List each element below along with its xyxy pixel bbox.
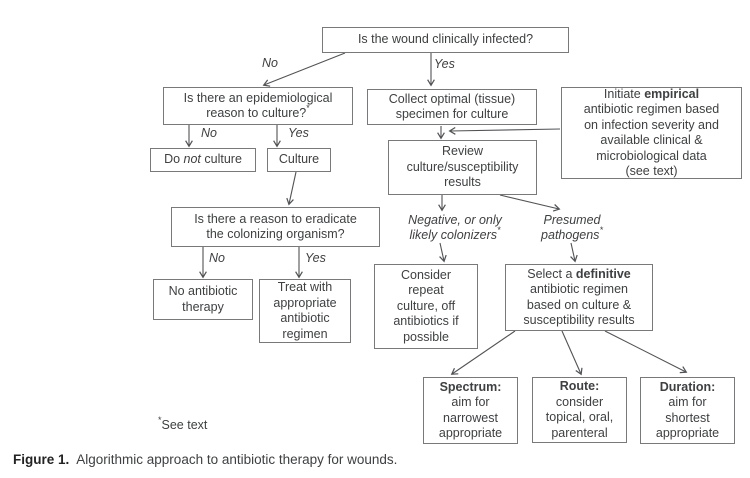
node-collect-text: Collect optimal (tissue) specimen for cu… (388, 91, 516, 122)
node-do-not-culture: Do not culture (150, 148, 256, 172)
node-eradicate-question: Is there a reason to eradicate the colon… (171, 207, 380, 247)
arrow-empirical-join (448, 127, 561, 135)
node-empirical-text: Initiate empirical antibiotic regimen ba… (583, 86, 720, 178)
label-negative-colonizers: Negative, or only likely colonizers* (408, 213, 502, 242)
label-no-epi: No (201, 126, 217, 140)
label-yes-eradicate: Yes (305, 251, 326, 265)
node-initiate-empirical: Initiate empirical antibiotic regimen ba… (561, 87, 742, 179)
label-no-eradicate: No (209, 251, 225, 265)
node-do-not-culture-text: Do not culture (164, 152, 242, 167)
node-eradicate-text: Is there a reason to eradicate the colon… (194, 211, 357, 242)
asterisk-pathogens: * (599, 224, 603, 235)
node-duration: Duration: aim for shortest appropriate (640, 377, 735, 444)
arrow-select-duration (604, 330, 688, 374)
figure-caption-text: Algorithmic approach to antibiotic thera… (76, 452, 398, 467)
asterisk-epidemiological: * (306, 102, 310, 113)
node-review-results: Review culture/susceptibility results (388, 140, 537, 195)
figure-caption-label: Figure 1. (13, 452, 70, 467)
label-presumed-pathogens: Presumed pathogens* (541, 213, 603, 242)
arrow-select-route (561, 330, 583, 376)
arrow-review-pathogens (499, 194, 561, 212)
node-review-text: Review culture/susceptibility results (406, 144, 519, 190)
node-consider-repeat-culture: Consider repeat culture, off antibiotics… (374, 264, 478, 349)
node-infected-text: Is the wound clinically infected? (357, 32, 534, 47)
asterisk-footnote: * (158, 414, 162, 425)
node-infected-question: Is the wound clinically infected? (322, 27, 569, 53)
label-yes-top: Yes (434, 57, 455, 71)
node-collect-specimen: Collect optimal (tissue) specimen for cu… (367, 89, 537, 125)
node-treat-appropriate: Treat with appropriate antibiotic regime… (259, 279, 351, 343)
asterisk-colonizers: * (497, 224, 501, 235)
node-no-antibiotic-therapy: No antibiotic therapy (153, 279, 253, 320)
node-route-text: Route: consider topical, oral, parentera… (545, 379, 614, 440)
node-consider-text: Consider repeat culture, off antibiotics… (393, 267, 459, 344)
node-culture: Culture (267, 148, 331, 172)
label-yes-epi: Yes (288, 126, 309, 140)
node-treat-text: Treat with appropriate antibiotic regime… (273, 280, 337, 341)
node-epidemiological-text: Is there an epidemiological reason to cu… (183, 90, 333, 121)
footnote-see-text: *See text (158, 414, 208, 432)
arrow-culture-eradicate (286, 171, 297, 206)
node-spectrum: Spectrum: aim for narrowest appropriate (423, 377, 518, 444)
node-no-antibiotic-text: No antibiotic therapy (168, 284, 238, 314)
node-select-text: Select a definitive antibiotic regimen b… (523, 266, 635, 327)
figure-caption: Figure 1. Algorithmic approach to antibio… (13, 452, 397, 467)
arrow-pathogens-select (570, 242, 578, 263)
node-culture-text: Culture (278, 152, 320, 167)
node-epidemiological-question: Is there an epidemiological reason to cu… (163, 87, 353, 125)
node-spectrum-text: Spectrum: aim for narrowest appropriate (438, 379, 503, 440)
arrow-colonizers-consider (439, 242, 447, 263)
node-duration-text: Duration: aim for shortest appropriate (655, 379, 720, 440)
label-no-top: No (262, 56, 278, 70)
node-select-definitive: Select a definitive antibiotic regimen b… (505, 264, 653, 331)
node-route: Route: consider topical, oral, parentera… (532, 377, 627, 443)
